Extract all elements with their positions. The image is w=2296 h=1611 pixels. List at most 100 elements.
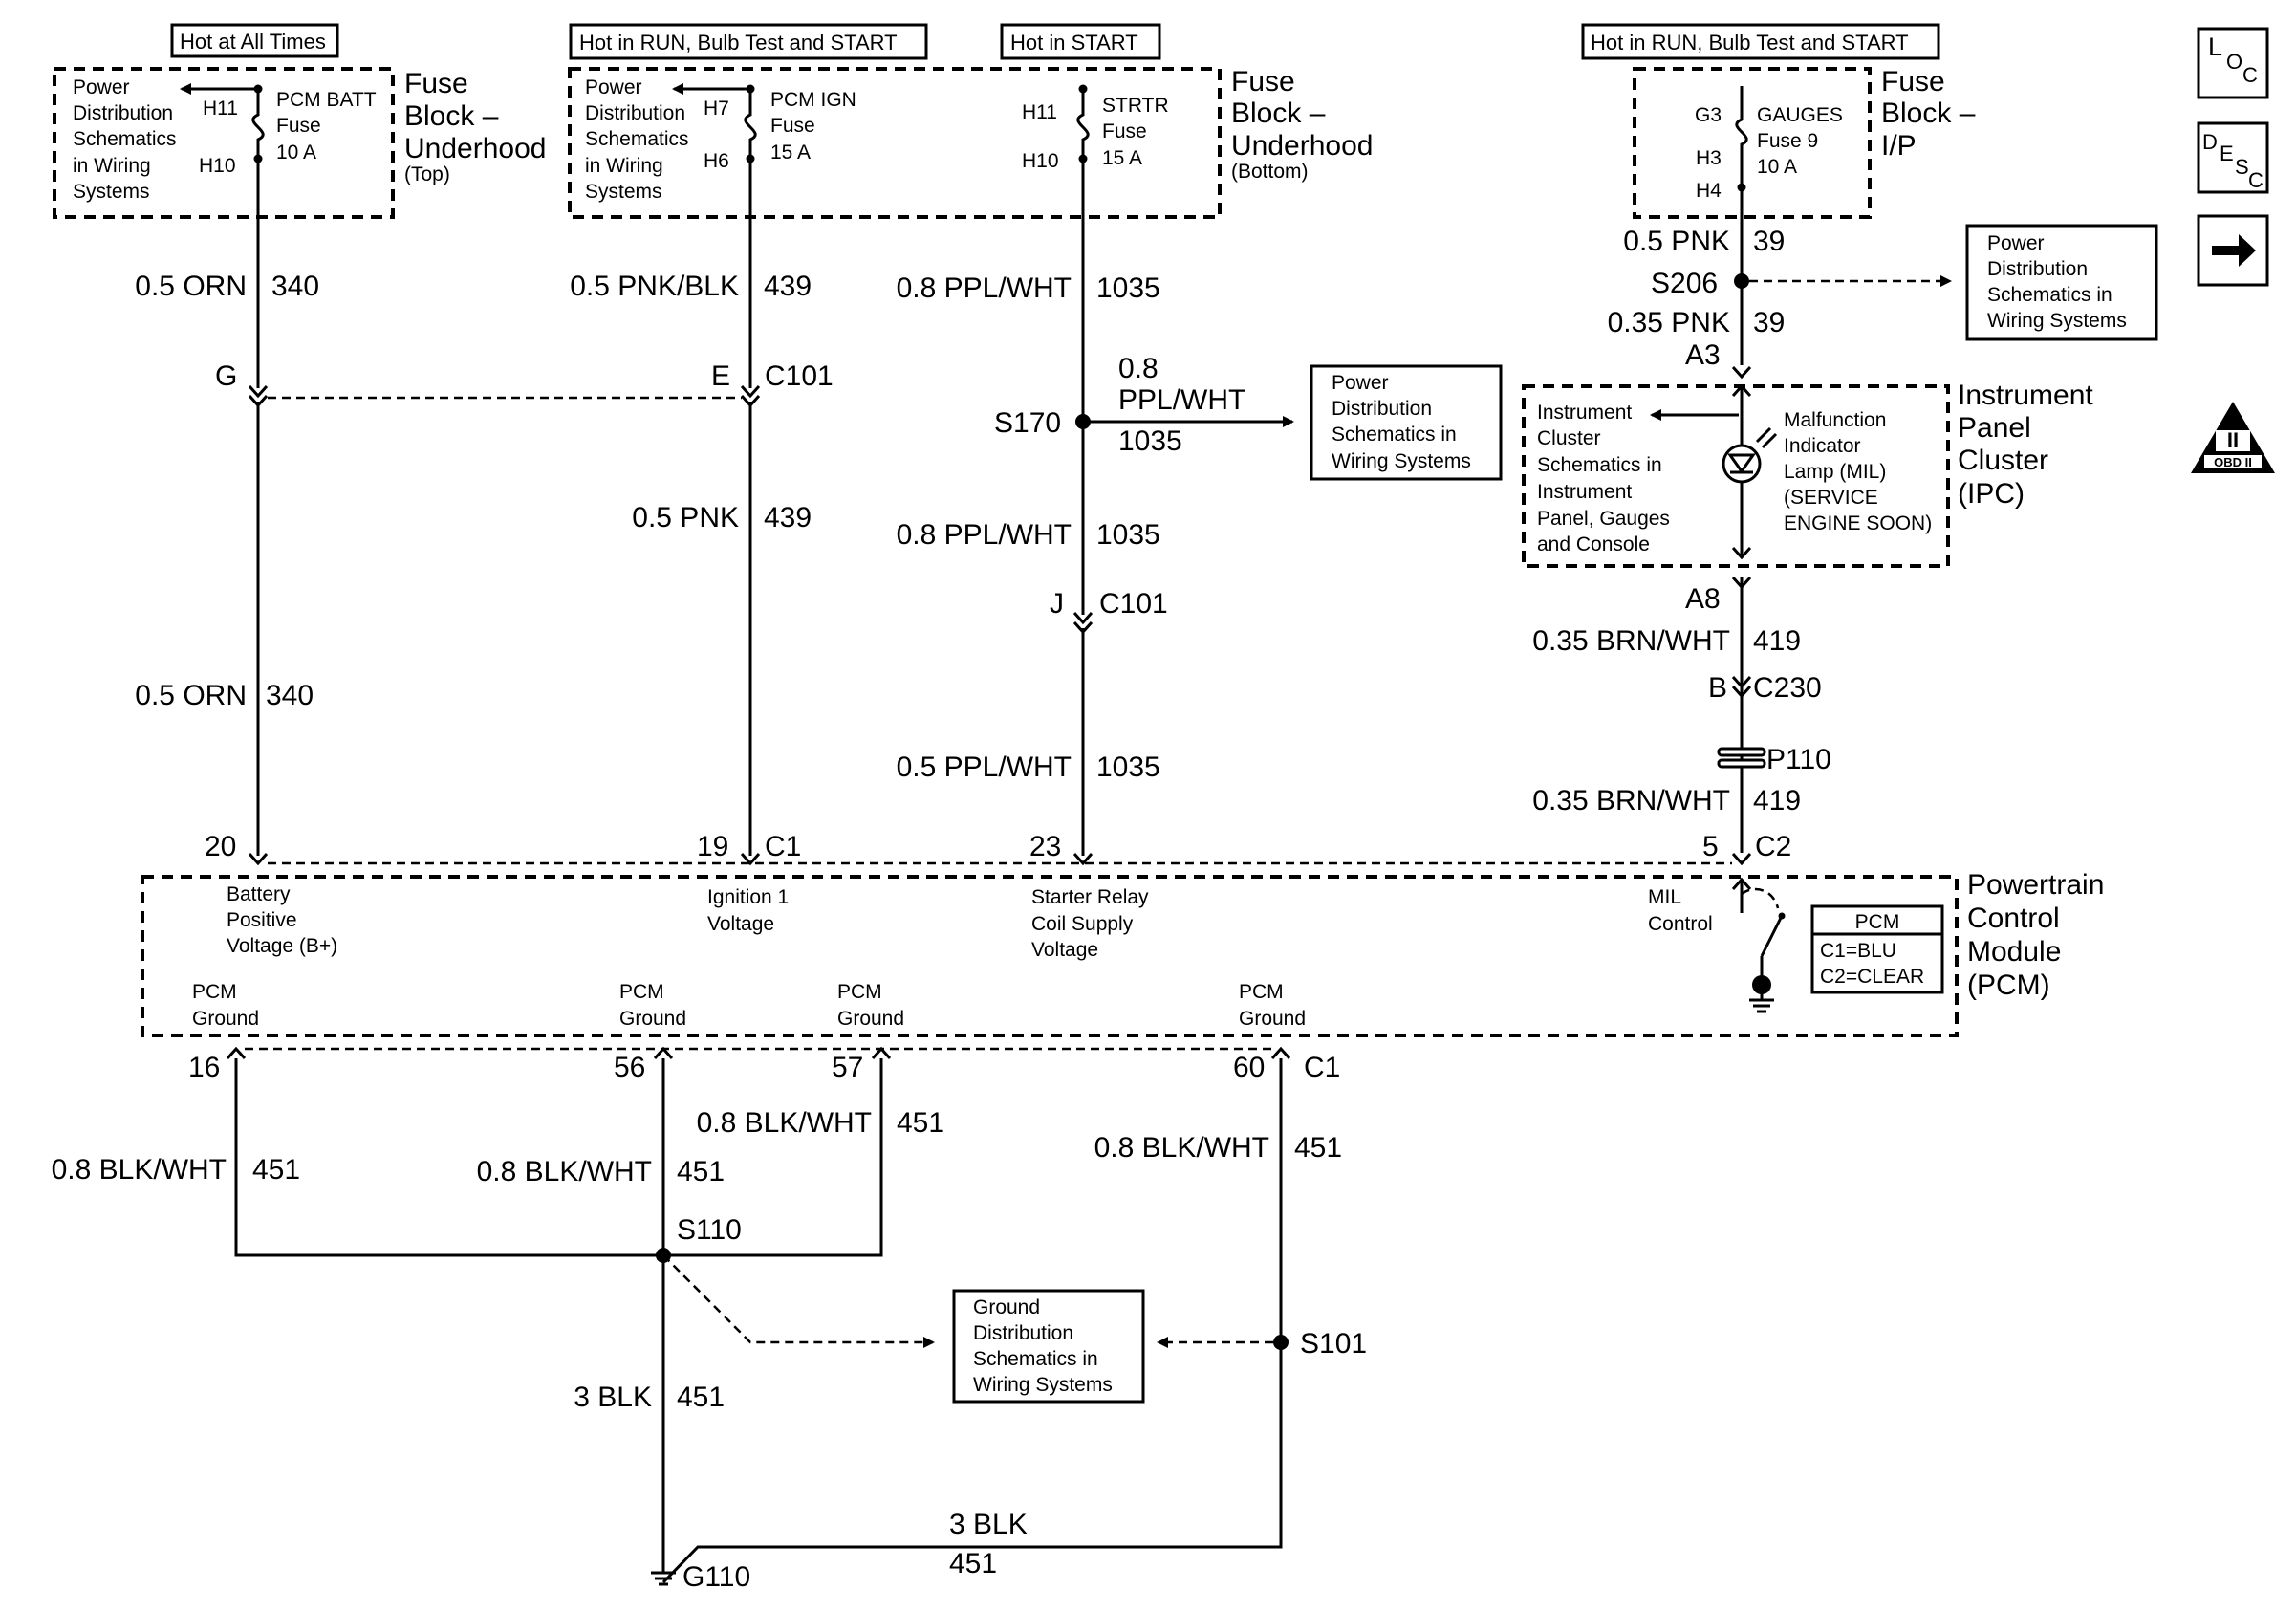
wire-1035-c-circuit: 1035 — [1096, 751, 1160, 783]
svg-text:E: E — [2220, 142, 2234, 165]
svg-text:and Console: and Console — [1537, 533, 1650, 555]
ground-g110-icon — [651, 1558, 676, 1586]
next-arrow-icon[interactable] — [2197, 214, 2269, 287]
wire-451-b-gauge: 3 BLK — [949, 1509, 1028, 1540]
connector-label-a3: A3 — [1685, 339, 1721, 371]
svg-text:II: II — [2227, 428, 2239, 452]
power-ref-box-s206: Power Distribution Schematics in Wiring … — [1965, 224, 2158, 341]
svg-text:I/P: I/P — [1881, 130, 1917, 162]
svg-text:Voltage (B+): Voltage (B+) — [227, 935, 337, 957]
pcm-title: Powertrain Control Module (PCM) — [1967, 869, 2104, 1001]
desc-icon[interactable]: D E S C — [2197, 121, 2269, 194]
mil-text: Malfunction Indicator Lamp (MIL) (SERVIC… — [1784, 409, 1932, 534]
wire-451-a-circuit: 451 — [677, 1382, 725, 1413]
pcm-starter-text: Starter Relay Coil Supply Voltage — [1031, 886, 1149, 961]
pin-60-mark — [1270, 1046, 1291, 1060]
svg-text:10 A: 10 A — [1757, 156, 1797, 178]
connector-label-p110: P110 — [1766, 744, 1831, 775]
pcm-ign1-text: Ignition 1 Voltage — [707, 886, 789, 935]
wire-1035-branch-gauge-2: PPL/WHT — [1118, 384, 1245, 416]
svg-text:Fuse: Fuse — [1102, 120, 1147, 142]
svg-text:(IPC): (IPC) — [1958, 478, 2025, 510]
svg-text:S: S — [2235, 155, 2249, 179]
mil-control-switch — [1731, 877, 1786, 1013]
wire-1035-c-gauge: 0.5 PPL/WHT — [897, 751, 1072, 783]
svg-text:Distribution: Distribution — [1987, 258, 2088, 280]
wire-340-b-gauge: 0.5 ORN — [135, 680, 247, 711]
fuse-gauges: G3 H3 H4 GAUGES Fuse 9 10 A — [1695, 86, 1843, 220]
banner-hot-run-1: Hot in RUN, Bulb Test and START — [569, 23, 928, 60]
svg-text:G3: G3 — [1695, 104, 1722, 126]
wire-451-57-gauge: 0.8 BLK/WHT — [697, 1107, 872, 1139]
pin-label-19: 19 — [697, 831, 728, 862]
ipc-title: Instrument Panel Cluster (IPC) — [1958, 380, 2093, 510]
svg-text:Ground: Ground — [1239, 1008, 1306, 1030]
svg-text:Panel: Panel — [1958, 412, 2031, 444]
wire-39-b-circuit: 39 — [1753, 307, 1785, 338]
pin-label-16: 16 — [188, 1052, 220, 1083]
svg-text:Schematics: Schematics — [73, 128, 177, 150]
power-ref-text-2: Power Distribution Schematics in Wiring … — [585, 76, 689, 203]
wire-451-60-circuit: 451 — [1294, 1132, 1342, 1164]
svg-text:Schematics in: Schematics in — [1537, 454, 1662, 476]
splice-label-s206: S206 — [1651, 268, 1718, 299]
pcm-ground-label-56: PCM Ground — [619, 981, 686, 1030]
connector-a8-mark — [1731, 576, 1752, 590]
fuse-block-ip-title: Fuse Block – I/P — [1881, 66, 1976, 162]
svg-text:C: C — [2242, 63, 2258, 87]
svg-text:Schematics: Schematics — [585, 128, 689, 150]
svg-text:D: D — [2202, 130, 2218, 154]
svg-text:O: O — [2226, 50, 2242, 74]
svg-text:Systems: Systems — [73, 181, 150, 203]
svg-text:Power: Power — [1987, 232, 2045, 254]
wire-419-b-gauge: 0.35 BRN/WHT — [1532, 785, 1730, 816]
pin-label-23: 23 — [1029, 831, 1061, 862]
pin-label-56: 56 — [614, 1052, 645, 1083]
fuse-block-top-title: Fuse Block – Underhood (Top) — [404, 68, 546, 185]
svg-text:Ground: Ground — [192, 1008, 259, 1030]
svg-text:Underhood: Underhood — [1231, 130, 1373, 162]
loc-icon[interactable]: L O C — [2197, 27, 2269, 99]
svg-text:Ground: Ground — [973, 1296, 1040, 1318]
svg-text:in Wiring: in Wiring — [585, 155, 663, 177]
pin-label-c1-bot: C1 — [1304, 1052, 1340, 1083]
ground-ref-box: Ground Distribution Schematics in Wiring… — [952, 1289, 1145, 1404]
svg-text:(SERVICE: (SERVICE — [1784, 487, 1878, 509]
fuse-block-bottom-box — [568, 67, 1222, 219]
wire-1035-branch-circuit: 1035 — [1118, 425, 1182, 457]
svg-text:10 A: 10 A — [276, 142, 316, 163]
svg-text:Instrument: Instrument — [1958, 380, 2093, 411]
wire-1035-b-circuit: 1035 — [1096, 519, 1160, 551]
connector-label-c101-a: C101 — [765, 360, 834, 392]
svg-text:Ignition 1: Ignition 1 — [707, 886, 789, 908]
svg-text:Schematics in: Schematics in — [1332, 424, 1457, 446]
svg-text:Fuse 9: Fuse 9 — [1757, 130, 1818, 152]
pcm-ground-label-57: PCM Ground — [837, 981, 904, 1030]
wire-451-b-circuit: 451 — [949, 1548, 997, 1579]
wire-451-16-gauge: 0.8 BLK/WHT — [52, 1154, 227, 1186]
svg-text:H4: H4 — [1696, 180, 1722, 202]
svg-text:Voltage: Voltage — [1031, 939, 1098, 961]
svg-text:(Top): (Top) — [404, 163, 450, 185]
svg-text:Schematics in: Schematics in — [1987, 284, 2112, 306]
splice-label-s110: S110 — [677, 1214, 742, 1246]
wire-1035-a-gauge: 0.8 PPL/WHT — [897, 272, 1072, 304]
svg-text:Fuse: Fuse — [1881, 66, 1945, 98]
pin-20-mark — [248, 852, 269, 866]
svg-text:H11: H11 — [1022, 101, 1057, 123]
wire-419-a-gauge: 0.35 BRN/WHT — [1532, 625, 1730, 657]
connector-label-g: G — [215, 360, 237, 392]
svg-text:Distribution: Distribution — [973, 1322, 1073, 1344]
svg-text:Distribution: Distribution — [585, 102, 685, 124]
wire-439-a-circuit: 439 — [764, 271, 812, 302]
wire-439-b-gauge: 0.5 PNK — [632, 502, 739, 533]
svg-text:Underhood: Underhood — [404, 133, 546, 164]
svg-text:Fuse: Fuse — [770, 115, 815, 137]
connector-label-j: J — [1050, 588, 1064, 620]
svg-text:Cluster: Cluster — [1537, 427, 1601, 449]
svg-text:Control: Control — [1648, 913, 1713, 935]
connector-p110 — [1717, 747, 1766, 769]
svg-text:Power: Power — [73, 76, 130, 98]
